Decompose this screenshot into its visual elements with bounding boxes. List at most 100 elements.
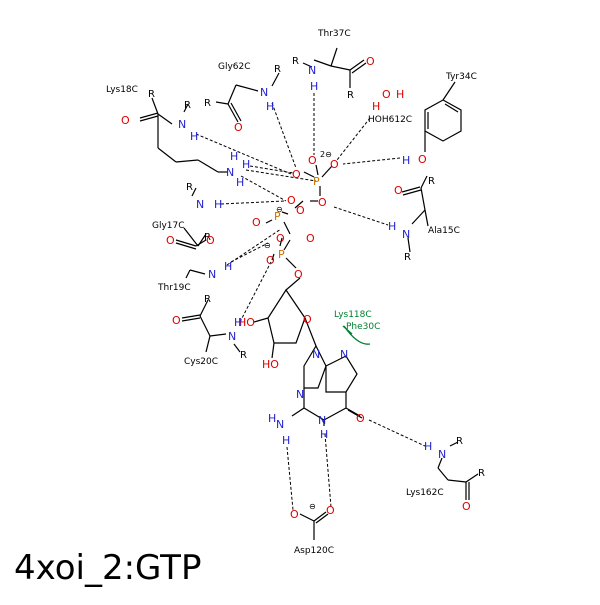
atom-o: O (290, 508, 299, 521)
atom-o: O (382, 88, 391, 101)
atom-ho: HO (262, 358, 279, 371)
hbond-lys18-b (249, 165, 294, 174)
atom-o: O (462, 500, 471, 513)
hydrogen-bonds (195, 93, 426, 511)
charge: ⊖ (264, 241, 271, 250)
atom-n: N (308, 64, 316, 77)
charge: ⊖ (276, 205, 283, 214)
atom-r: R (204, 98, 211, 109)
atom-n: N (318, 414, 326, 427)
atom-h: H (396, 88, 404, 101)
label-lys162: Lys162C (406, 488, 444, 498)
atom-r: R (184, 100, 191, 111)
hbond-lys18-c (240, 175, 287, 202)
atom-o: O (292, 168, 301, 181)
atom-o: O (418, 153, 427, 166)
atom-h: H (190, 130, 198, 143)
atom-o: O (303, 313, 312, 326)
atom-o: O (294, 268, 303, 281)
atom-o: O (308, 154, 317, 167)
label-ala15: Ala15C (428, 226, 460, 236)
atom-r: R (204, 232, 211, 243)
label-hoh612: HOH612C (368, 115, 412, 125)
atom-n: N (226, 166, 234, 179)
atom-n: N (260, 86, 268, 99)
charge: ⊖ (309, 502, 316, 511)
atom-r: R (428, 176, 435, 187)
hbond-lys18-d (245, 169, 317, 182)
label-tyr34: Tyr34C (445, 72, 477, 82)
residue-labels: Thr37C Gly62C Lys18C Tyr34C HOH612C Gly1… (106, 29, 477, 556)
atom-r: R (347, 90, 354, 101)
ligand-title: 4xoi_2:GTP (14, 548, 202, 588)
hbond-hoh-o (336, 117, 371, 161)
label-gly17: Gly17C (152, 221, 185, 231)
atom-r: R (204, 294, 211, 305)
atom-o: O (366, 55, 375, 68)
atom-o: O (172, 314, 181, 327)
atom-o: O (287, 194, 296, 207)
label-lys118: Lys118C (334, 310, 372, 320)
atom-n: N (438, 448, 446, 461)
atom-h: H (266, 100, 274, 113)
atom-o: O (276, 232, 285, 245)
label-phe30: Phe30C (346, 322, 380, 332)
atom-h: H (320, 428, 328, 441)
atom-h: H (234, 316, 242, 329)
charge: 2⊖ (320, 150, 332, 159)
hbond-asp120-b (324, 433, 332, 508)
atom-h: H (224, 260, 232, 273)
atom-h: H (402, 154, 410, 167)
atom-h: H (388, 220, 396, 233)
atom-o: O (326, 504, 335, 517)
atom-r: R (404, 252, 411, 263)
hbond-ala15-o (333, 206, 389, 226)
label-lys18: Lys18C (106, 85, 138, 95)
atom-labels: R N H O R R N H R O R O R N H N H H H O … (121, 55, 485, 521)
atom-o: O (306, 232, 315, 245)
atom-o: O (296, 204, 305, 217)
atom-o: O (234, 121, 243, 134)
bonds (139, 47, 479, 540)
atom-p: P (278, 248, 285, 261)
atom-h: H (230, 150, 238, 163)
atom-h: H (242, 158, 250, 171)
atom-h: H (214, 198, 222, 211)
atom-o: O (318, 196, 327, 209)
atom-o: O (121, 114, 130, 127)
atom-p: P (313, 175, 320, 188)
label-gly62: Gly62C (218, 62, 251, 72)
atom-r: R (274, 64, 281, 75)
label-thr37: Thr37C (317, 29, 351, 39)
hbond-tyr34-o (342, 157, 401, 165)
label-cys20: Cys20C (184, 357, 218, 367)
atom-o: O (330, 158, 339, 171)
hbond-lys162-o (368, 419, 426, 447)
label-asp120: Asp120C (294, 546, 334, 556)
atom-o: O (252, 216, 261, 229)
atom-r: R (240, 350, 247, 361)
atom-h: H (310, 80, 318, 93)
atom-h: H (236, 176, 244, 189)
atom-o: O (166, 234, 175, 247)
atom-h: H (268, 412, 276, 425)
atom-n: N (312, 348, 320, 361)
atom-ho: HO (238, 316, 255, 329)
hydrophobic-spoke (342, 325, 353, 335)
label-thr19: Thr19C (157, 283, 191, 293)
atom-n: N (228, 330, 236, 343)
atom-o: O (394, 184, 403, 197)
hbond-lys18-a (195, 133, 292, 175)
atom-n: N (402, 228, 410, 241)
atom-n: N (296, 388, 304, 401)
atom-o: O (206, 234, 215, 247)
atom-r: R (186, 182, 193, 193)
atom-r: R (292, 56, 299, 67)
hbond-cys20-o (239, 261, 272, 323)
atom-h: H (372, 100, 380, 113)
atom-r: R (456, 436, 463, 447)
atom-r: R (148, 89, 155, 100)
atom-n: N (340, 348, 348, 361)
